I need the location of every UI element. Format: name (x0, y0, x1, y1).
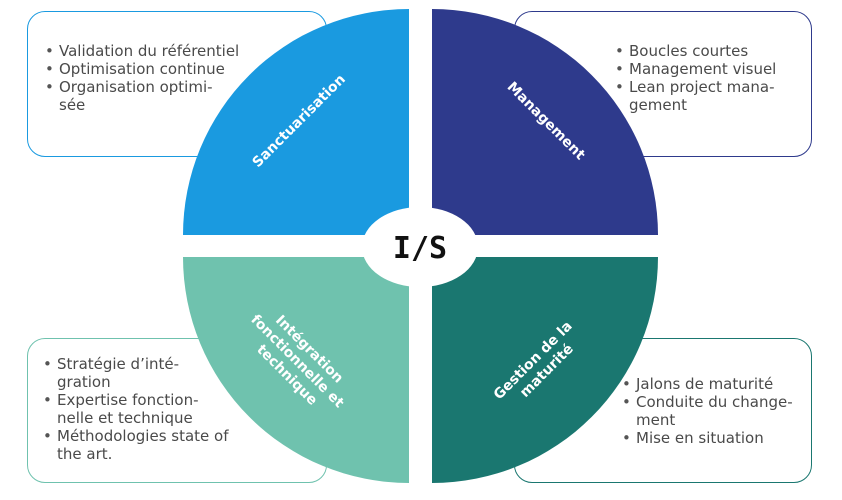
bullet-item: Mise en situation (622, 429, 812, 447)
bullet-text: nelle et technique (57, 409, 193, 427)
bullet-item: Expertise fonction-nelle et technique (43, 391, 243, 427)
bullet-list-integration: Stratégie d’inté-gration Expertise fonct… (43, 355, 243, 463)
bullet-item: Conduite du change-ment (622, 393, 812, 429)
bullet-text: Conduite du change- (636, 393, 793, 411)
bullet-text: Jalons de maturité (636, 375, 774, 393)
bullet-text: Méthodologies state of (57, 427, 229, 445)
quadrant-management (432, 9, 658, 235)
quadrant-sanctuarisation (183, 9, 409, 235)
bullet-list-management: Boucles courtes Management visuel Lean p… (615, 42, 805, 114)
bullet-list-gestion-maturite: Jalons de maturité Conduite du change-me… (622, 375, 812, 447)
center-ellipse (362, 207, 478, 287)
bullet-text: gration (57, 373, 111, 391)
bullet-item: Boucles courtes (615, 42, 805, 60)
bullet-text: Optimisation continue (59, 60, 225, 78)
bullet-text: Mise en situation (636, 429, 764, 447)
bullet-item: Jalons de maturité (622, 375, 812, 393)
bullet-text: sée (59, 96, 86, 114)
bullet-item: Optimisation continue (45, 60, 285, 78)
bullet-text: ment (636, 411, 676, 429)
bullet-text: Validation du référentiel (59, 42, 240, 60)
bullet-item: Stratégie d’inté-gration (43, 355, 243, 391)
bullet-text: Expertise fonction- (57, 391, 199, 409)
bullet-item: Lean project mana-gement (615, 78, 805, 114)
bullet-text: the art. (57, 445, 113, 463)
center-label: I/S (393, 231, 447, 266)
quadrant-gestion-maturite (432, 257, 658, 483)
bullet-list-sanctuarisation: Validation du référentiel Optimisation c… (45, 42, 285, 114)
bullet-item: Management visuel (615, 60, 805, 78)
quadrant-integration (183, 257, 409, 483)
bullet-item: Organisation optimi-sée (45, 78, 285, 114)
bullet-text: gement (629, 96, 687, 114)
bullet-text: Boucles courtes (629, 42, 749, 60)
bullet-text: Management visuel (629, 60, 777, 78)
bullet-text: Organisation optimi- (59, 78, 213, 96)
bullet-item: Validation du référentiel (45, 42, 285, 60)
bullet-text: Stratégie d’inté- (57, 355, 180, 373)
bullet-text: Lean project mana- (629, 78, 775, 96)
